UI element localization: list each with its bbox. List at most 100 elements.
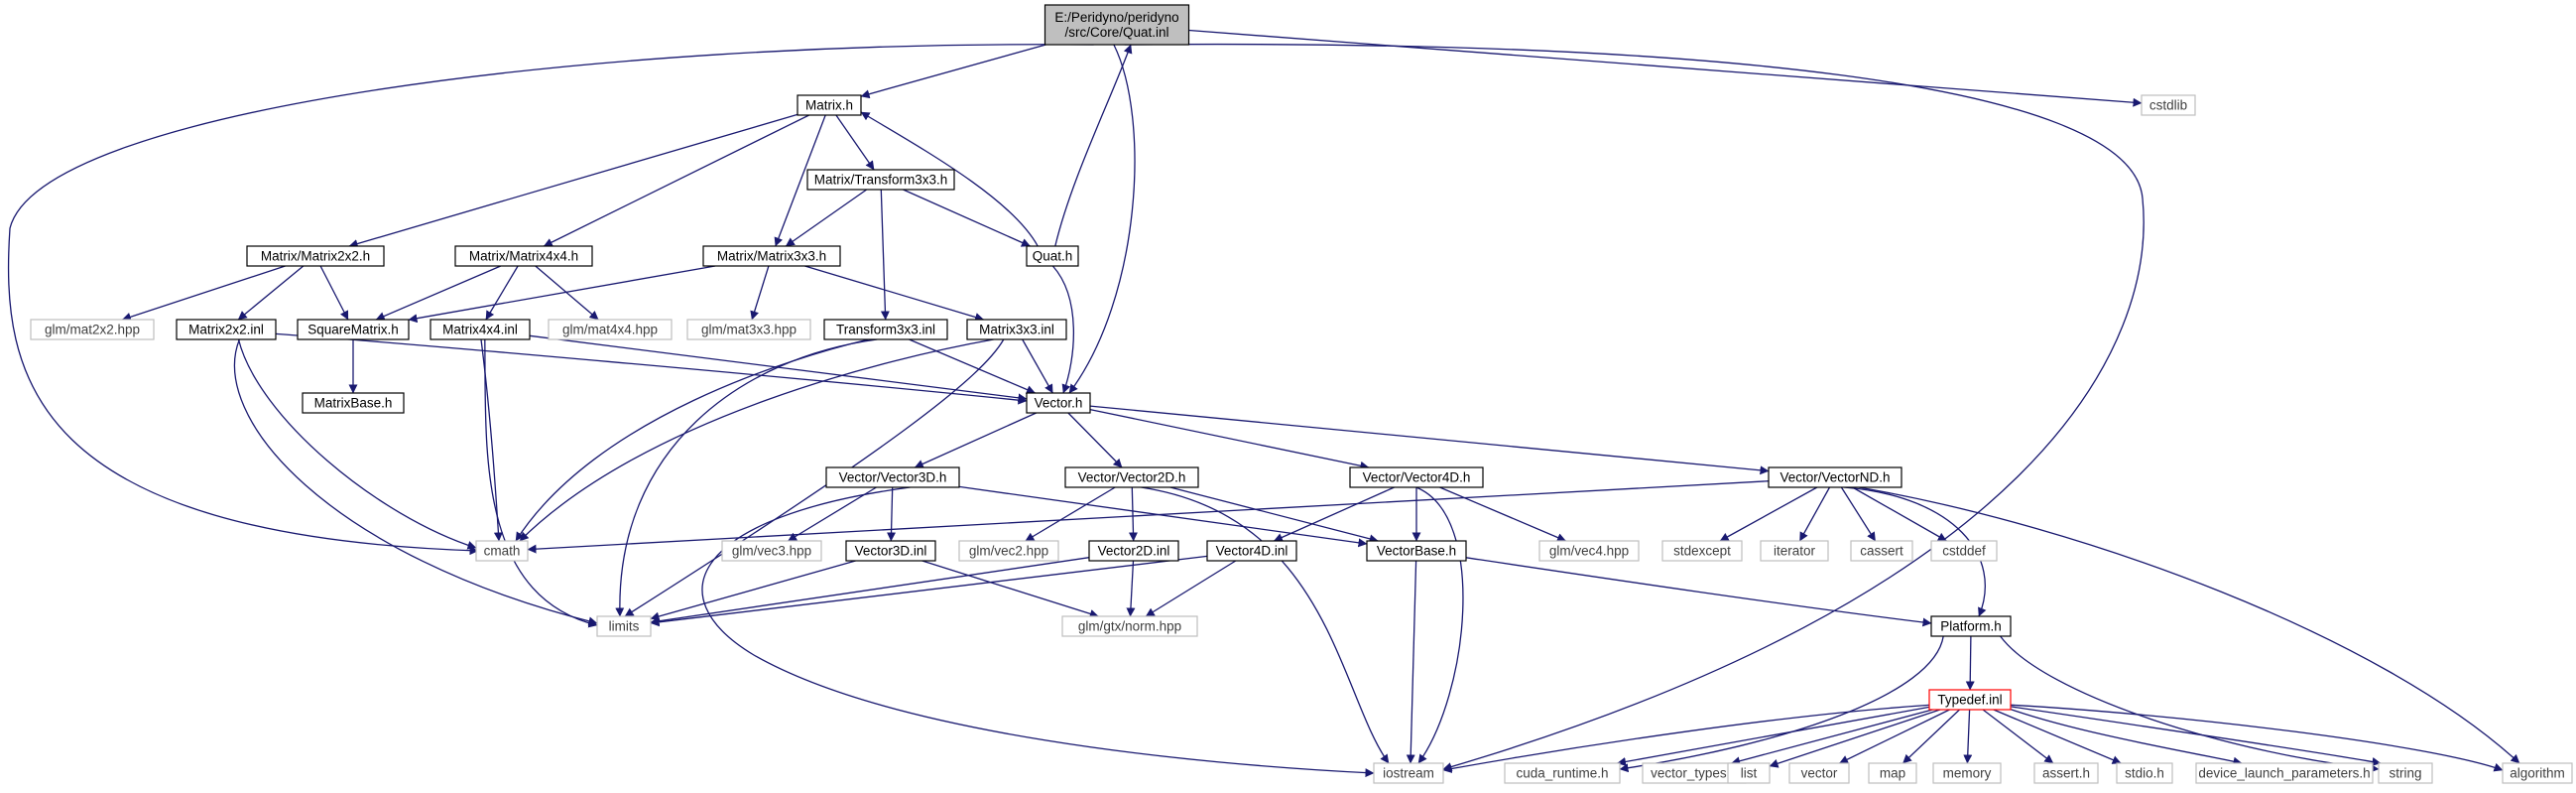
node-squarematrix-h[interactable]: SquareMatrix.h: [297, 319, 410, 340]
node-box: [721, 540, 822, 562]
edge-matrix2x2_h-to-matrix2x2_inl: [237, 265, 305, 321]
edge-vector4d_h-to-glm_vec4: [1439, 486, 1566, 542]
edge-vectornd_h-to-cstddef: [1852, 486, 1947, 542]
edge-quat_h-to-root: [1054, 44, 1133, 247]
node-matrixbase-h[interactable]: MatrixBase.h: [302, 392, 405, 414]
node-box: [702, 245, 841, 267]
edge-vector3d_h-to-vector3d_inl: [887, 486, 897, 542]
node-label: Transform3x3.inl: [836, 323, 935, 337]
node-vector-h[interactable]: Vector.h: [1026, 392, 1091, 414]
node-label: glm/mat4x4.hpp: [562, 323, 658, 337]
node-label: Vector/Vector2D.h: [1078, 470, 1186, 485]
node-glm-mat3x3: glm/mat3x3.hpp: [686, 319, 811, 340]
edge-typedef_inl-to-stdio_h: [1993, 709, 2122, 764]
node-box: [548, 319, 673, 340]
node-assert-h: assert.h: [2033, 762, 2099, 784]
node-label: glm/vec4.hpp: [1549, 544, 1629, 559]
node-matrix4x4-h[interactable]: Matrix/Matrix4x4.h: [454, 245, 593, 267]
node-label: cstdlib: [2149, 98, 2187, 113]
node-box: [2141, 94, 2196, 116]
node-map: map: [1868, 762, 1917, 784]
node-label: memory: [1943, 766, 1992, 781]
edge-vector3d_inl-to-limits: [650, 560, 856, 621]
node-box: [454, 245, 593, 267]
node-vectorbase-h[interactable]: VectorBase.h: [1366, 540, 1467, 562]
node-transform3x3-inl[interactable]: Transform3x3.inl: [823, 319, 948, 340]
node-label: map: [1880, 766, 1905, 781]
edge-vector4d_inl-to-glm_norm: [1145, 560, 1237, 617]
edge-vector_h-to-vector2d_h: [1067, 412, 1123, 468]
node-glm-mat2x2: glm/mat2x2.hpp: [30, 319, 155, 340]
edge-vector3d_h-to-vectorbase_h: [958, 485, 1368, 548]
node-matrix2x2-h[interactable]: Matrix/Matrix2x2.h: [246, 245, 385, 267]
edge-typedef_inl-to-vector: [1839, 709, 1950, 764]
node-vector2d-inl[interactable]: Vector2D.inl: [1088, 540, 1179, 562]
edge-matrix3x3_inl-to-cmath: [519, 338, 994, 542]
edge-quat_h-to-vector_h: [1051, 265, 1074, 394]
node-matrix4x4-inl[interactable]: Matrix4x4.inl: [429, 319, 531, 340]
node-glm-vec3: glm/vec3.hpp: [721, 540, 822, 562]
edge-vector3d_inl-to-glm_norm: [921, 560, 1099, 618]
edge-transform3x3_h-to-quat_h: [903, 189, 1031, 247]
node-label: glm/mat2x2.hpp: [45, 323, 140, 337]
node-quat-h[interactable]: Quat.h: [1026, 245, 1079, 267]
node-label: glm/vec3.hpp: [732, 544, 811, 559]
node-limits: limits: [596, 615, 652, 637]
node-matrix3x3-h[interactable]: Matrix/Matrix3x3.h: [702, 245, 841, 267]
node-glm-vec2: glm/vec2.hpp: [958, 540, 1059, 562]
node-box: [246, 245, 385, 267]
node-box: [302, 392, 405, 414]
node-box: [1026, 392, 1091, 414]
node-box: [1064, 466, 1199, 488]
node-typedef-inl[interactable]: Typedef.inl: [1928, 689, 2012, 711]
edge-vectornd_h-to-iterator: [1798, 486, 1831, 542]
node-cuda-runtime: cuda_runtime.h: [1504, 762, 1621, 784]
node-label: Vector4D.inl: [1216, 544, 1288, 559]
node-vector3d-inl[interactable]: Vector3D.inl: [845, 540, 936, 562]
edge-typedef_inl-to-vector_types: [1731, 709, 1933, 766]
node-box: [2195, 762, 2374, 784]
node-box: [2502, 762, 2573, 784]
node-label: algorithm: [2510, 766, 2565, 781]
edge-typedef_inl-to-map: [1902, 709, 1960, 764]
node-vectornd-h[interactable]: Vector/VectorND.h: [1768, 466, 1902, 488]
node-vector3d-h[interactable]: Vector/Vector3D.h: [825, 466, 960, 488]
node-vector2d-h[interactable]: Vector/Vector2D.h: [1064, 466, 1199, 488]
node-label: cmath: [484, 544, 521, 559]
node-label: MatrixBase.h: [314, 396, 393, 411]
node-vector4d-inl[interactable]: Vector4D.inl: [1206, 540, 1297, 562]
node-box: [297, 319, 410, 340]
node-platform-h[interactable]: Platform.h: [1930, 615, 2012, 637]
node-label: vector_types.h: [1651, 766, 1738, 781]
node-matrix-h[interactable]: Matrix.h: [797, 94, 862, 116]
node-box: [845, 540, 936, 562]
edge-typedef_inl-to-algorithm: [2010, 704, 2504, 772]
edge-matrix4x4_h-to-squarematrix_h: [375, 265, 502, 321]
edge-typedef_inl-to-device_launch: [2010, 708, 2243, 766]
node-transform3x3-h[interactable]: Matrix/Transform3x3.h: [806, 169, 955, 191]
node-matrix2x2-inl[interactable]: Matrix2x2.inl: [176, 319, 277, 340]
node-label: E:/Peridyno/peridyno: [1054, 10, 1178, 25]
node-box: [1760, 540, 1829, 562]
node-label: Vector/VectorND.h: [1779, 470, 1890, 485]
node-label: glm/mat3x3.hpp: [701, 323, 797, 337]
edge-matrix_h-to-matrix2x2_h: [348, 113, 798, 248]
node-matrix3x3-inl[interactable]: Matrix3x3.inl: [966, 319, 1067, 340]
edge-matrix3x3_inl-to-vector_h: [1022, 338, 1053, 394]
edge-typedef_inl-to-list: [1769, 709, 1941, 768]
node-box: [1061, 615, 1198, 637]
node-vector-types: vector_types.h: [1642, 762, 1747, 784]
node-root[interactable]: E:/Peridyno/peridyno/src/Core/Quat.inl: [1043, 4, 1190, 46]
node-box: [176, 319, 277, 340]
node-box: [475, 540, 529, 562]
node-box: [1504, 762, 1621, 784]
node-device-launch: device_launch_parameters.h: [2195, 762, 2374, 784]
node-label: Matrix3x3.inl: [979, 323, 1054, 337]
edge-vectornd_h-to-stdexcept: [1719, 486, 1818, 542]
node-box: [1538, 540, 1640, 562]
node-vector4d-h[interactable]: Vector/Vector4D.h: [1349, 466, 1484, 488]
edge-matrix_h-to-matrix3x3_h: [774, 114, 826, 247]
edge-vectornd_h-to-algorithm: [1858, 486, 2520, 764]
node-label: stdexcept: [1673, 544, 1731, 559]
